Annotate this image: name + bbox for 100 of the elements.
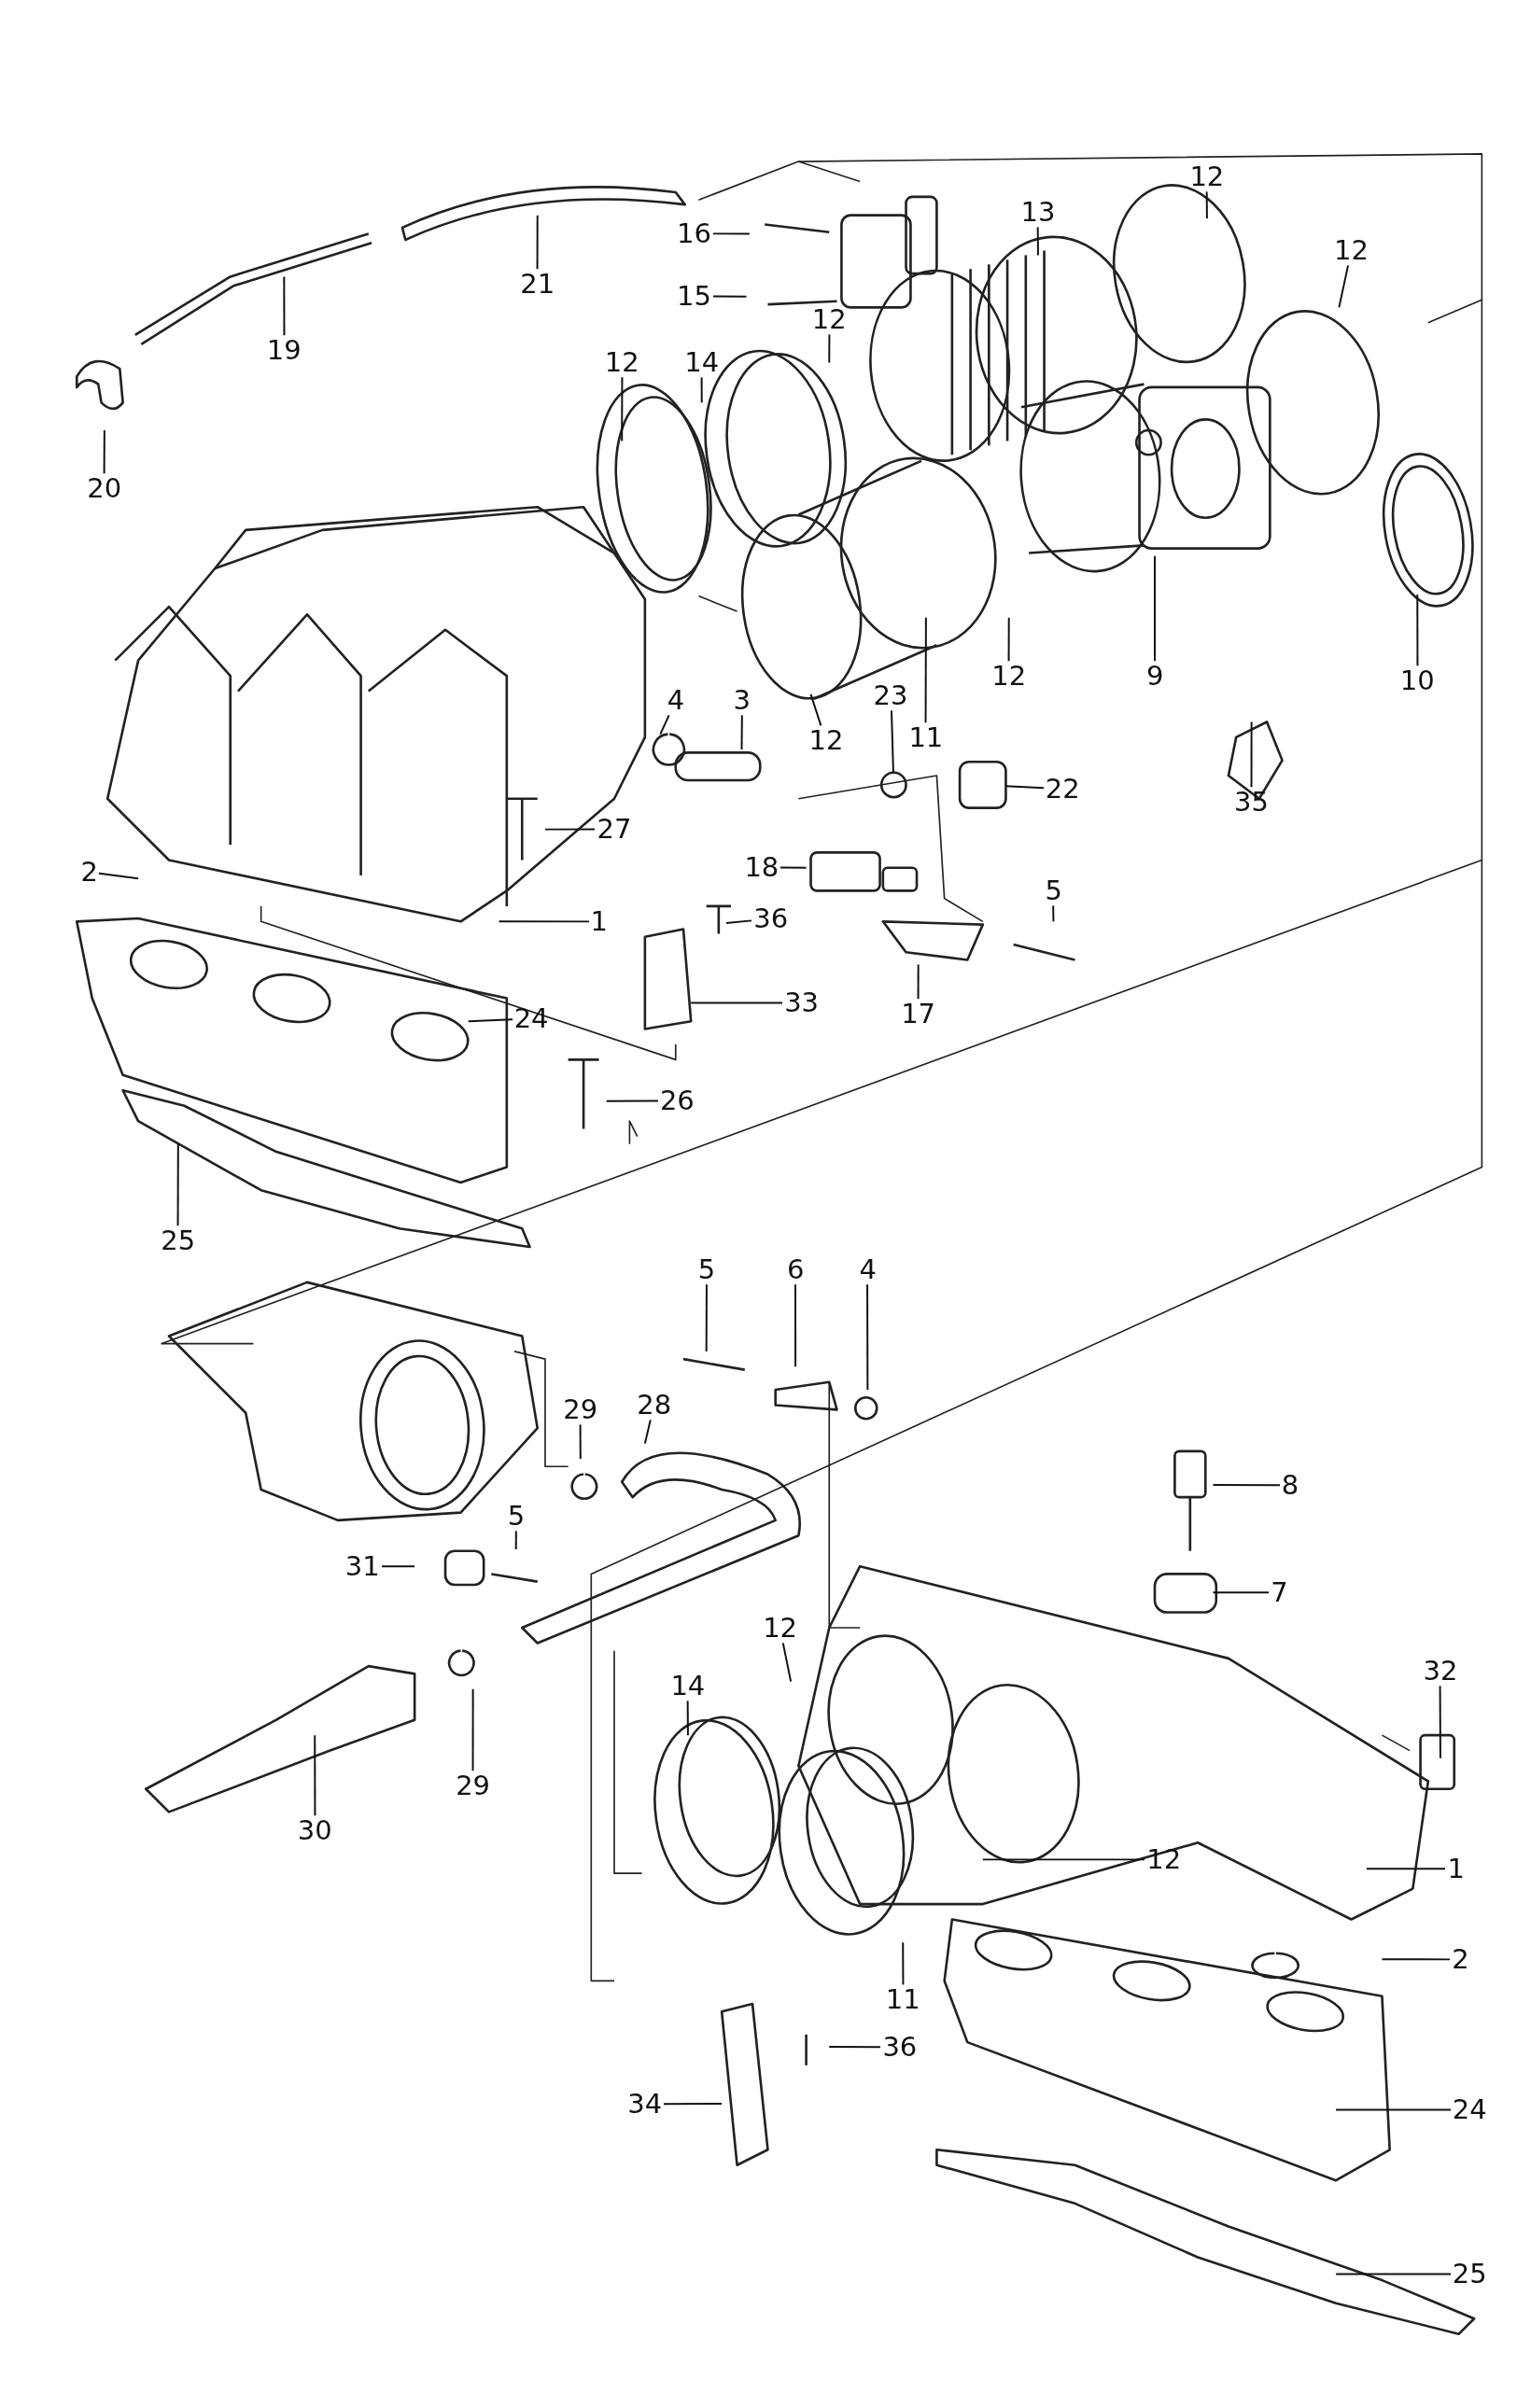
callout-number: 11 [883, 1983, 922, 2014]
leader-line [1335, 2108, 1452, 2111]
callout-number: 27 [595, 814, 634, 845]
callout-number: 8 [1279, 1469, 1301, 1500]
callout-number: 16 [675, 218, 713, 248]
leader-line [705, 1283, 708, 1352]
callout-number: 26 [657, 1085, 696, 1116]
leader-line [1335, 2273, 1452, 2275]
callout-number: 5 [1043, 875, 1064, 906]
leader-line [1416, 593, 1419, 667]
callout-number: 20 [85, 473, 124, 504]
callout-number: 3 [731, 685, 752, 716]
callout-number: 29 [561, 1394, 600, 1425]
callout-number: 12 [602, 347, 641, 378]
leader-line [740, 714, 743, 751]
leader-line [176, 1142, 179, 1227]
leader-line [659, 714, 670, 735]
leader-line [471, 1687, 474, 1772]
leader-line [381, 1565, 416, 1568]
leader-line [780, 866, 808, 869]
leader-line [690, 1001, 783, 1004]
leader-line [891, 709, 894, 774]
leader-line [536, 214, 539, 271]
leader-line [902, 1941, 905, 1986]
callout-number: 32 [1421, 1655, 1460, 1686]
pipe-elbow [958, 760, 1007, 809]
leader-line [621, 376, 624, 442]
leader-line [1212, 1484, 1281, 1487]
leader-line [1439, 1685, 1441, 1759]
callout-number: 6 [785, 1254, 807, 1285]
leader-line [1381, 1958, 1451, 1961]
leader-line [1366, 1868, 1446, 1870]
leader-line [700, 376, 703, 404]
callout-number: 9 [1145, 660, 1166, 691]
callout-number: 7 [1269, 1576, 1290, 1607]
callout-number: 21 [518, 269, 557, 300]
callout-number: 24 [1450, 2094, 1489, 2125]
callout-number: 5 [695, 1254, 718, 1285]
leader-line [686, 1700, 689, 1737]
callout-number: 35 [1232, 786, 1271, 817]
leader-line [1004, 785, 1045, 790]
leader-line [712, 232, 751, 235]
callout-number: 22 [1043, 774, 1082, 805]
callout-number: 19 [264, 335, 303, 366]
leader-line [467, 1018, 513, 1023]
retaining-ring [879, 771, 907, 799]
leader-line [514, 1530, 517, 1551]
leader-line [663, 2102, 723, 2106]
callout-number: 36 [751, 903, 791, 933]
callout-number: 10 [1398, 665, 1437, 695]
leader-line [1052, 904, 1055, 923]
leader-line [1338, 264, 1350, 309]
leader-line [543, 828, 596, 831]
leader-line [924, 616, 927, 724]
callout-number: 29 [454, 1771, 493, 1801]
leader-line [828, 333, 831, 364]
callout-number: 34 [625, 2088, 665, 2119]
callout-number: 33 [782, 987, 822, 1018]
callout-number: 12 [1145, 1844, 1184, 1874]
callout-number: 1 [588, 905, 610, 936]
leader-line [98, 872, 140, 880]
leader-line [794, 1283, 797, 1368]
leader-line [781, 1642, 793, 1683]
callout-number: 12 [1187, 161, 1227, 192]
callout-number: 14 [668, 1671, 708, 1701]
callout-number: 12 [990, 660, 1029, 691]
leader-line [103, 428, 105, 475]
callout-number: 25 [1450, 2259, 1489, 2289]
leader-line [809, 693, 822, 727]
callout-number: 12 [1332, 235, 1370, 266]
callout-number: 2 [1450, 1943, 1471, 1974]
callout-number: 25 [159, 1225, 198, 1256]
callout-number: 4 [857, 1254, 878, 1285]
callout-number: 18 [742, 852, 781, 883]
callout-number: 28 [635, 1390, 674, 1421]
leader-line [643, 1419, 652, 1445]
callout-number: 23 [871, 680, 910, 711]
callout-number: 31 [343, 1550, 382, 1581]
leader-line [579, 1423, 582, 1461]
callout-number: 1 [1445, 1853, 1467, 1883]
leader-line [498, 920, 590, 923]
leader-line [917, 963, 920, 1001]
callout-number: 36 [880, 2031, 920, 2062]
callout-number: 15 [675, 281, 713, 312]
leader-line [828, 2046, 881, 2049]
leader-line [1154, 554, 1156, 663]
callout-number: 12 [809, 304, 849, 335]
leader-line [866, 1283, 869, 1392]
leader-line [1250, 721, 1253, 789]
callout-number: 17 [899, 998, 938, 1029]
leader-line [605, 1099, 659, 1102]
callout-number: 14 [682, 347, 722, 378]
callout-number: 12 [807, 724, 846, 755]
leader-line [981, 1858, 1145, 1861]
callout-number: 30 [295, 1814, 334, 1845]
leader-line [1007, 616, 1010, 663]
callout-number: 4 [665, 685, 687, 716]
callout-number: 12 [761, 1612, 800, 1643]
leader-line [1205, 190, 1208, 219]
leader-line [314, 1734, 316, 1817]
